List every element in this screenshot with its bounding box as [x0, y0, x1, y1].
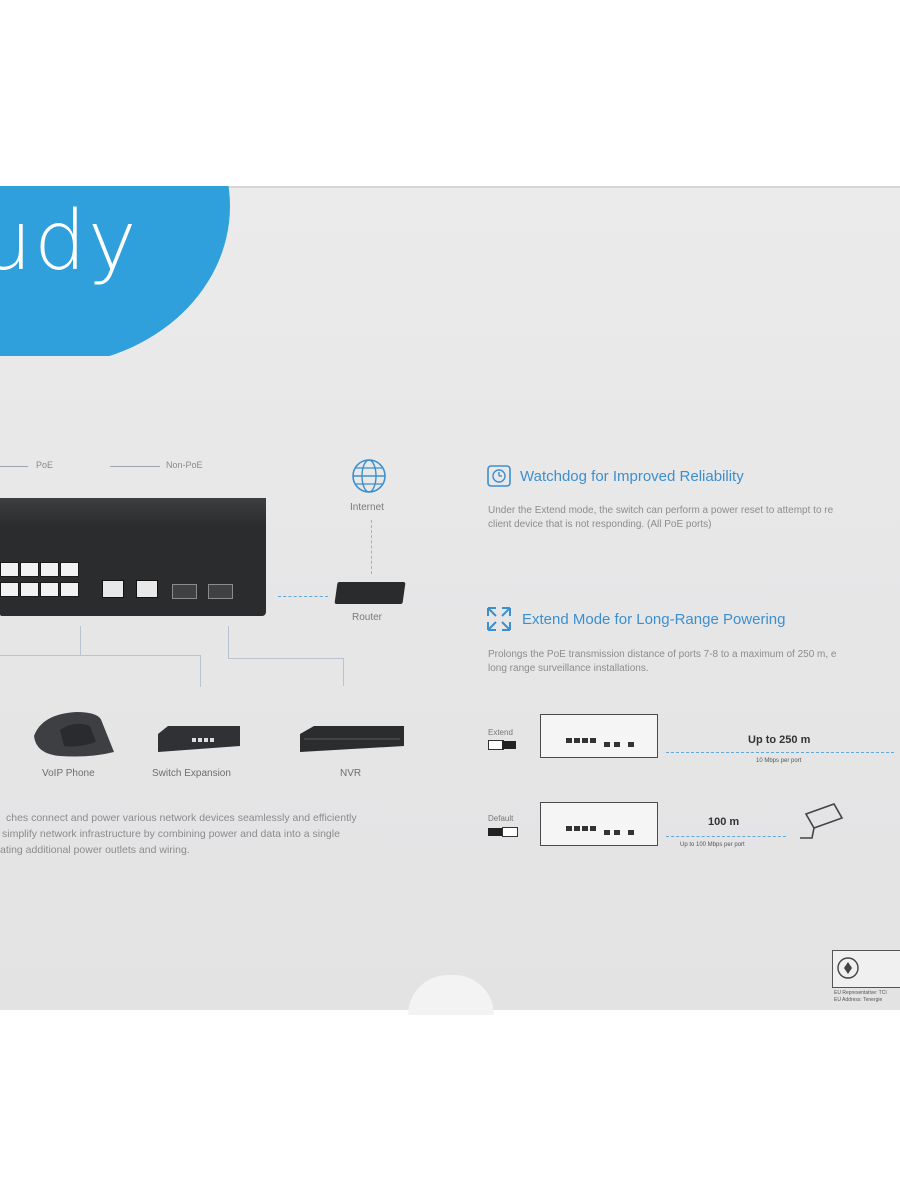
mode-switch-indicator-active	[488, 828, 502, 836]
certification-label	[832, 950, 900, 988]
port	[628, 742, 634, 747]
port	[60, 582, 79, 597]
box-edge	[0, 186, 900, 188]
port	[566, 826, 572, 831]
uplink-port	[136, 580, 158, 598]
port	[0, 562, 19, 577]
description-line: ches connect and power various network d…	[6, 812, 357, 824]
default-speed: Up to 100 Mbps per port	[680, 842, 745, 848]
poe-legend-line	[0, 466, 28, 467]
router	[334, 582, 406, 604]
switch-top-panel	[0, 498, 266, 528]
voip-phone-icon	[34, 712, 114, 757]
port	[590, 826, 596, 831]
feature-title: Watchdog for Improved Reliability	[520, 468, 744, 485]
port	[20, 582, 39, 597]
sfp-port	[208, 584, 233, 599]
port	[20, 562, 39, 577]
internet-label: Internet	[350, 502, 384, 513]
port	[60, 562, 79, 577]
internet-router-link	[371, 520, 372, 574]
default-cable	[666, 836, 786, 838]
port	[604, 742, 610, 747]
port	[566, 738, 572, 743]
brand-logo: udy	[0, 186, 230, 356]
nvr-icon	[300, 726, 404, 752]
default-mode-label: Default	[488, 814, 514, 823]
mode-switch-indicator	[502, 827, 518, 837]
cert-text: EU Representative: TCI	[834, 990, 887, 996]
router-label: Router	[352, 612, 383, 623]
port	[614, 742, 620, 747]
device-wire	[0, 655, 200, 656]
description-line: simplify network infrastructure by combi…	[2, 828, 340, 840]
port	[0, 582, 19, 597]
description: ches connect and power various network d…	[0, 810, 357, 858]
poe-legend-label: PoE	[36, 460, 54, 470]
voip-phone-label: VoIP Phone	[42, 768, 95, 779]
device-wire	[228, 626, 229, 658]
feature-description-line: Under the Extend mode, the switch can pe…	[488, 505, 834, 516]
switch-router-link	[278, 596, 328, 598]
feature-description: Under the Extend mode, the switch can pe…	[488, 504, 833, 532]
non-poe-legend-label: Non-PoE	[166, 460, 203, 470]
switch-diagram	[540, 714, 658, 758]
port	[574, 738, 580, 743]
switch-expansion-label: Switch Expansion	[152, 768, 231, 779]
cert-text: EU Address: Tenergie	[834, 997, 883, 1003]
expand-arrows-icon	[487, 607, 511, 631]
feature-description-line: Prolongs the PoE transmission distance o…	[488, 649, 837, 660]
port	[40, 562, 59, 577]
cert-logo-icon	[837, 957, 859, 979]
mode-switch-indicator-active	[502, 741, 516, 749]
feature-title: Extend Mode for Long-Range Powering	[522, 611, 786, 628]
sfp-port	[172, 584, 197, 599]
extend-distance: Up to 250 m	[748, 734, 811, 746]
nvr-label: NVR	[340, 768, 362, 779]
uplink-port	[102, 580, 124, 598]
port	[628, 830, 634, 835]
device-wire	[228, 658, 344, 659]
switch-expansion-icon	[158, 726, 240, 752]
port	[582, 738, 588, 743]
port	[40, 582, 59, 597]
watchdog-clock-icon	[487, 465, 511, 487]
description-line: ating additional power outlets and wirin…	[0, 844, 190, 856]
switch-diagram	[540, 802, 658, 846]
extend-mode-label: Extend	[488, 728, 513, 737]
port	[590, 738, 596, 743]
logo-text: udy	[0, 194, 139, 289]
device-wire	[343, 658, 344, 686]
default-distance: 100 m	[708, 816, 740, 828]
feature-description-line: client device that is not responding. (A…	[488, 519, 712, 530]
non-poe-legend-line	[110, 466, 160, 467]
extend-speed: 10 Mbps per port	[756, 758, 802, 764]
camera-icon	[800, 803, 844, 839]
port	[574, 826, 580, 831]
port	[582, 826, 588, 831]
feature-description-line: long range surveillance installations.	[488, 663, 649, 674]
extend-cable	[666, 752, 894, 754]
device-wire	[200, 655, 201, 687]
globe-icon	[352, 459, 386, 493]
port	[604, 830, 610, 835]
feature-description: Prolongs the PoE transmission distance o…	[488, 648, 837, 676]
port	[614, 830, 620, 835]
device-wire	[80, 626, 81, 656]
